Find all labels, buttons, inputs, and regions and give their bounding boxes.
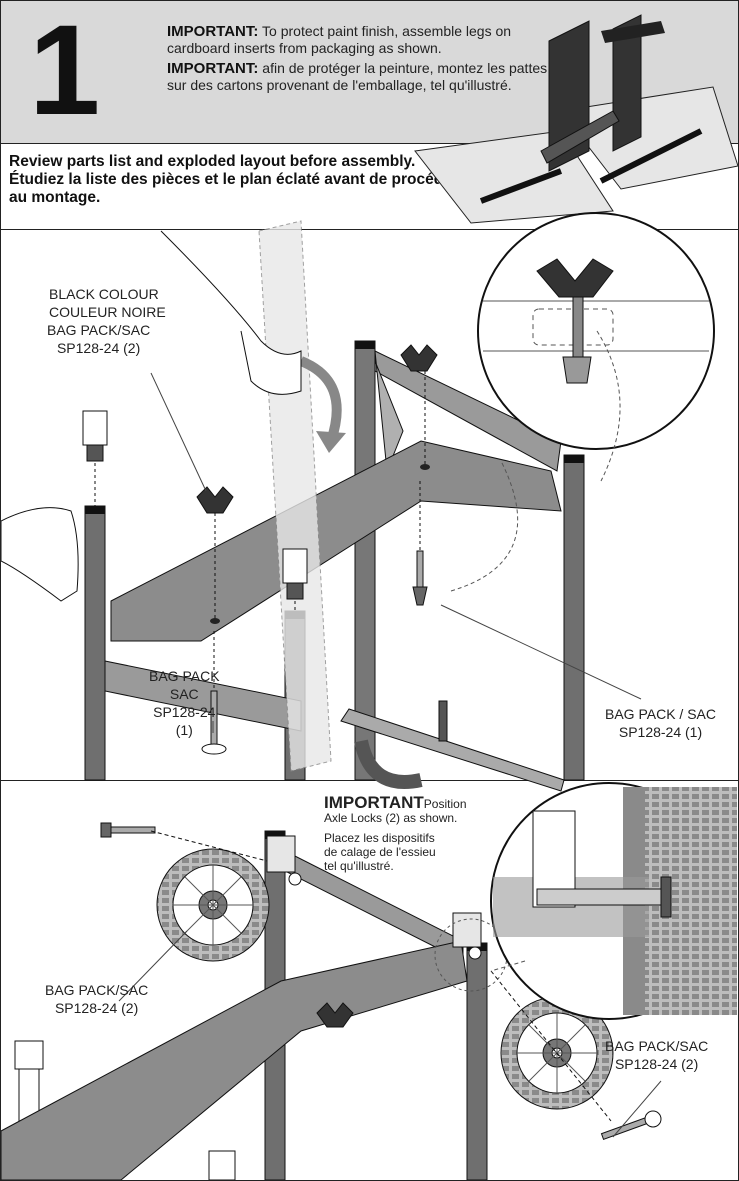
bag-pack-label-right: BAG PACK / SAC SP128-24 (1) [605,705,716,741]
axle-bolts [100,822,662,1141]
bag-pack-label-middle: BAG PACK SAC SP128-24 (1) [149,667,220,739]
axle-note-fr-2: de calage de l'essieu [324,845,436,859]
important-text-fr: afin de protéger la peinture, montez les… [167,60,548,93]
panel-divider-top [1,229,738,230]
bag-pack-mid-line2: SAC [169,686,199,702]
axle-note-fr-1: Placez les dispositifs [324,831,435,845]
black-colour-fr: COULEUR NOIRE [49,304,166,320]
important-note-fr: IMPORTANT: afin de protéger la peinture,… [167,60,567,93]
important-label-fr: IMPORTANT: [167,60,259,77]
bag-pack-wheel-left-line2: SP128-24 (2) [54,1000,139,1016]
important-note-en: IMPORTANT: To protect paint finish, asse… [167,23,567,56]
frame-illustration-bottom [1,830,508,1180]
bag-pack-mid-line3: SP128-24 [153,704,216,720]
bag-pack-right-line1: BAG PACK / SAC [605,706,716,722]
bag-pack-label-wheel-left: BAG PACK/SAC SP128-24 (2) [45,981,148,1017]
cardboard-legs-illustration [414,14,738,224]
bag-pack-label-wheel-right: BAG PACK/SAC SP128-24 (2) [605,1037,708,1073]
hardware-top [82,344,519,755]
axle-note-en-rest: Position [423,797,467,811]
detail-circle-axle [490,782,737,1020]
bag-pack-label-left: BAG PACK/SAC SP128-24 (2) [47,321,150,357]
important-text-en: To protect paint finish, assemble legs o… [167,23,512,56]
black-colour-label: BLACK COLOUR COULEUR NOIRE [49,285,166,321]
frame-illustration-top [1,220,585,792]
bag-pack-mid-line4: (1) [175,722,193,738]
bag-pack-wheel-right-line2: SP128-24 (2) [614,1056,699,1072]
bag-pack-left-line2: SP128-24 (2) [56,340,141,356]
bag-pack-wheel-right-line1: BAG PACK/SAC [605,1038,709,1054]
axle-lock-note: IMPORTANTPosition Axle Locks (2) as show… [324,793,524,873]
step-number: 1 [29,0,100,142]
important-label-en: IMPORTANT: [167,23,259,40]
leader-lines-top [150,372,642,733]
bag-pack-right-line2: SP128-24 (1) [618,724,703,740]
leader-lines-bottom [118,930,662,1138]
axle-important-label: IMPORTANT [324,793,424,812]
bag-pack-left-line1: BAG PACK/SAC [47,322,151,338]
review-instructions: Review parts list and exploded layout be… [9,153,479,207]
review-text-en: Review parts list and exploded layout be… [9,153,416,170]
detail-circle-wingnut [477,212,715,482]
review-text-fr: Étudiez la liste des pièces et le plan é… [9,171,458,206]
axle-note-en-line2: Axle Locks (2) as shown. [324,811,458,825]
axle-note-fr-3: tel qu'illustré. [324,859,394,873]
bag-pack-mid-line1: BAG PACK [149,668,220,684]
black-colour-en: BLACK COLOUR [49,286,159,302]
wheel-left [156,848,270,962]
bag-pack-wheel-left-line1: BAG PACK/SAC [45,982,149,998]
